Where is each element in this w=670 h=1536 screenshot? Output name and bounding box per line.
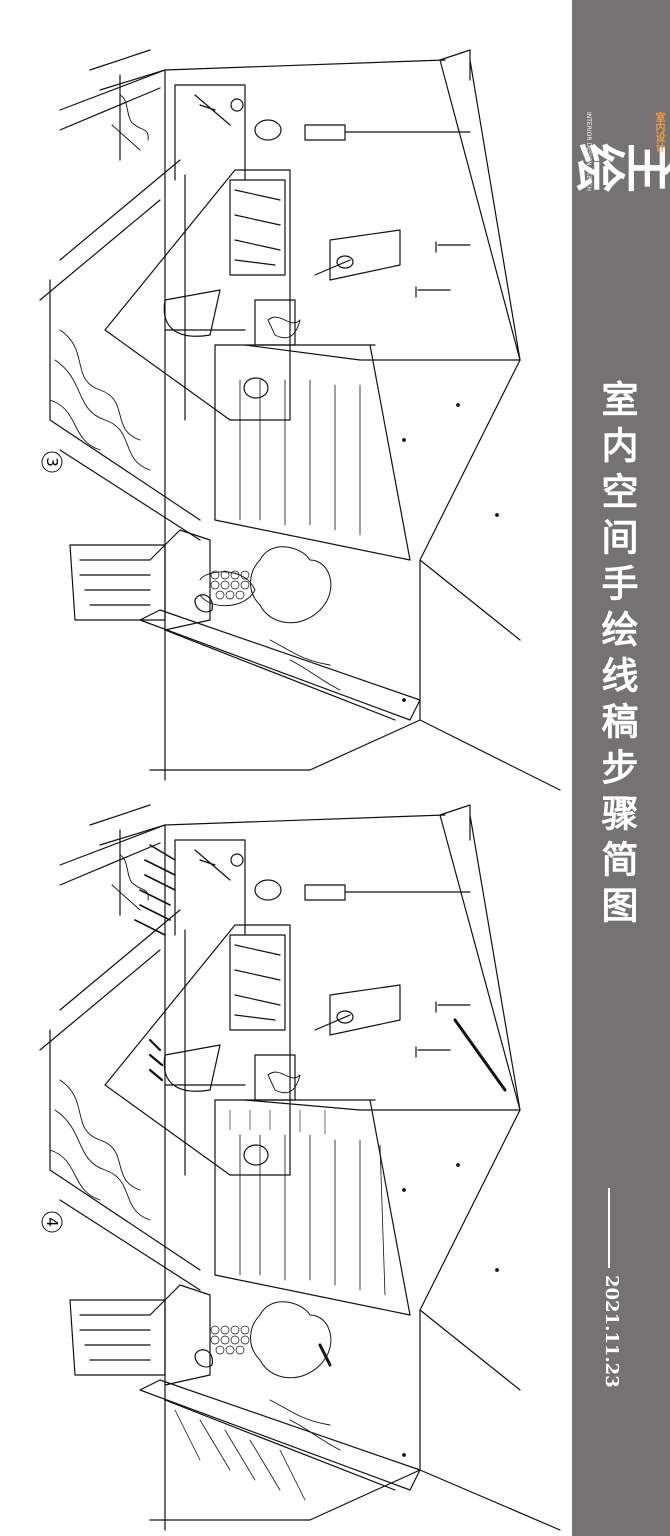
- svg-text:4: 4: [43, 1217, 61, 1227]
- svg-text:3: 3: [43, 457, 61, 467]
- sketch-step-4: 4: [39, 804, 561, 1531]
- interior-sketches: 3: [39, 49, 561, 1531]
- brand-logo: INTERIOR DESIGN SKETCH 主绘 室内设计: [576, 108, 670, 228]
- logo-sub-text: 室内设计: [653, 112, 664, 152]
- sketch-area: 3: [39, 49, 561, 1531]
- title-sidebar: [572, 0, 670, 1536]
- logo-tagline: INTERIOR DESIGN SKETCH: [585, 112, 592, 192]
- sketch-step-3: 3: [39, 49, 561, 791]
- date-label: 2021.11.23: [601, 1275, 622, 1388]
- date-divider: [608, 1188, 610, 1268]
- page-title: 室内空间手绘线稿步骤简图: [595, 380, 639, 932]
